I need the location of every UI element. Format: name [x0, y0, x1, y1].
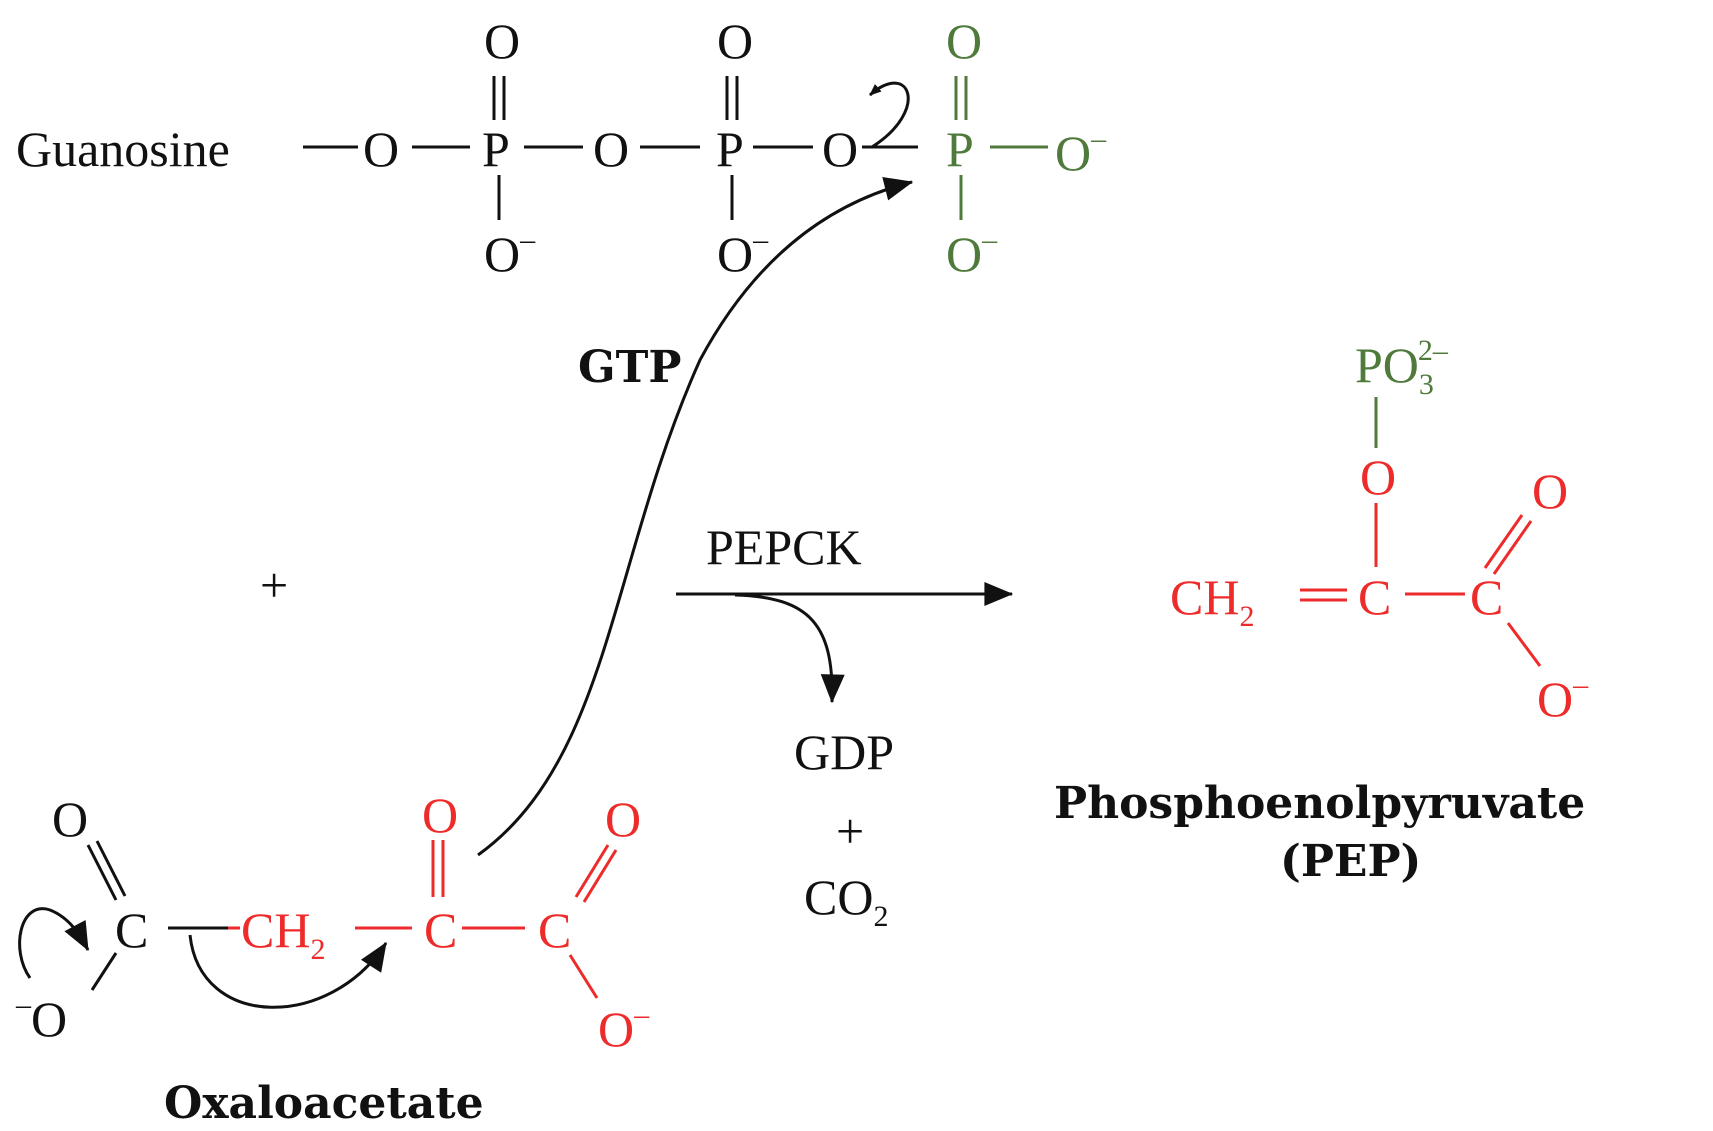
product-co2-label: CO2 [804, 869, 889, 933]
oaa-carboxyl-carbon-2: C [538, 902, 572, 958]
oxaloacetate-black-bonds [86, 840, 228, 991]
pep-methylene-group: CH2 [1170, 569, 1255, 633]
gtp-title: GTP [578, 342, 682, 393]
gtp-beta-anion-oxygen: O– [717, 223, 769, 282]
gtp-beta-phosphorus: P [716, 121, 744, 177]
guanosine-label: Guanosine [16, 121, 230, 177]
oaa-keto-oxygen: O [422, 787, 459, 843]
gtp-alpha-oxo: O [484, 13, 521, 69]
gtp-beta-oxo: O [717, 13, 754, 69]
pep-carboxylate-oxygen: O– [1537, 668, 1589, 727]
enzyme-label-pepck: PEPCK [706, 519, 862, 575]
gtp-bridge-oxygen-3: O [822, 121, 859, 177]
gtp-gamma-oxo: O [946, 13, 983, 69]
oaa-carboxylate-oxygen-2: O– [598, 998, 650, 1057]
gtp-gamma-terminal-oxygen: O– [1055, 122, 1107, 181]
oaa-methylene-group: CH2 [241, 902, 326, 966]
pep-carboxyl-carbon: C [1470, 569, 1504, 625]
pep-enol-oxygen: O [1360, 449, 1397, 505]
gtp-bridge-oxygen-1: O [363, 121, 400, 177]
oaa-carboxyl-oxo-2: O [605, 791, 642, 847]
byproduct-plus-sign: + [836, 803, 865, 859]
oaa-keto-carbon: C [424, 902, 458, 958]
pep-enol-carbon: C [1358, 569, 1392, 625]
pep-red-bonds [1300, 503, 1542, 667]
pep-abbreviation: (PEP) [1280, 836, 1422, 887]
gamma-phosphate-bonds [954, 76, 1048, 220]
reactant-plus-sign: + [260, 557, 289, 613]
gtp-bonds [303, 76, 918, 220]
reaction-arrows [18, 81, 1014, 1009]
oxaloacetate-red-bonds [228, 840, 618, 999]
pep-phosphate-group: PO32– [1355, 334, 1448, 401]
oaa-carboxyl-carbon-1: C [115, 902, 149, 958]
oxaloacetate-title: Oxaloacetate [164, 1078, 484, 1129]
oaa-carboxylate-oxygen-1: –O [16, 988, 68, 1047]
product-gdp-label: GDP [794, 724, 895, 780]
pep-carboxyl-oxo: O [1532, 463, 1569, 519]
gtp-alpha-phosphorus: P [482, 121, 510, 177]
pep-title: Phosphoenolpyruvate [1054, 778, 1586, 829]
gtp-bridge-oxygen-2: O [593, 121, 630, 177]
oaa-carboxyl-oxo-1: O [52, 791, 89, 847]
gtp-alpha-anion-oxygen: O– [484, 223, 536, 282]
gtp-gamma-anion-oxygen: O– [946, 223, 998, 282]
gtp-gamma-phosphorus: P [946, 121, 974, 177]
